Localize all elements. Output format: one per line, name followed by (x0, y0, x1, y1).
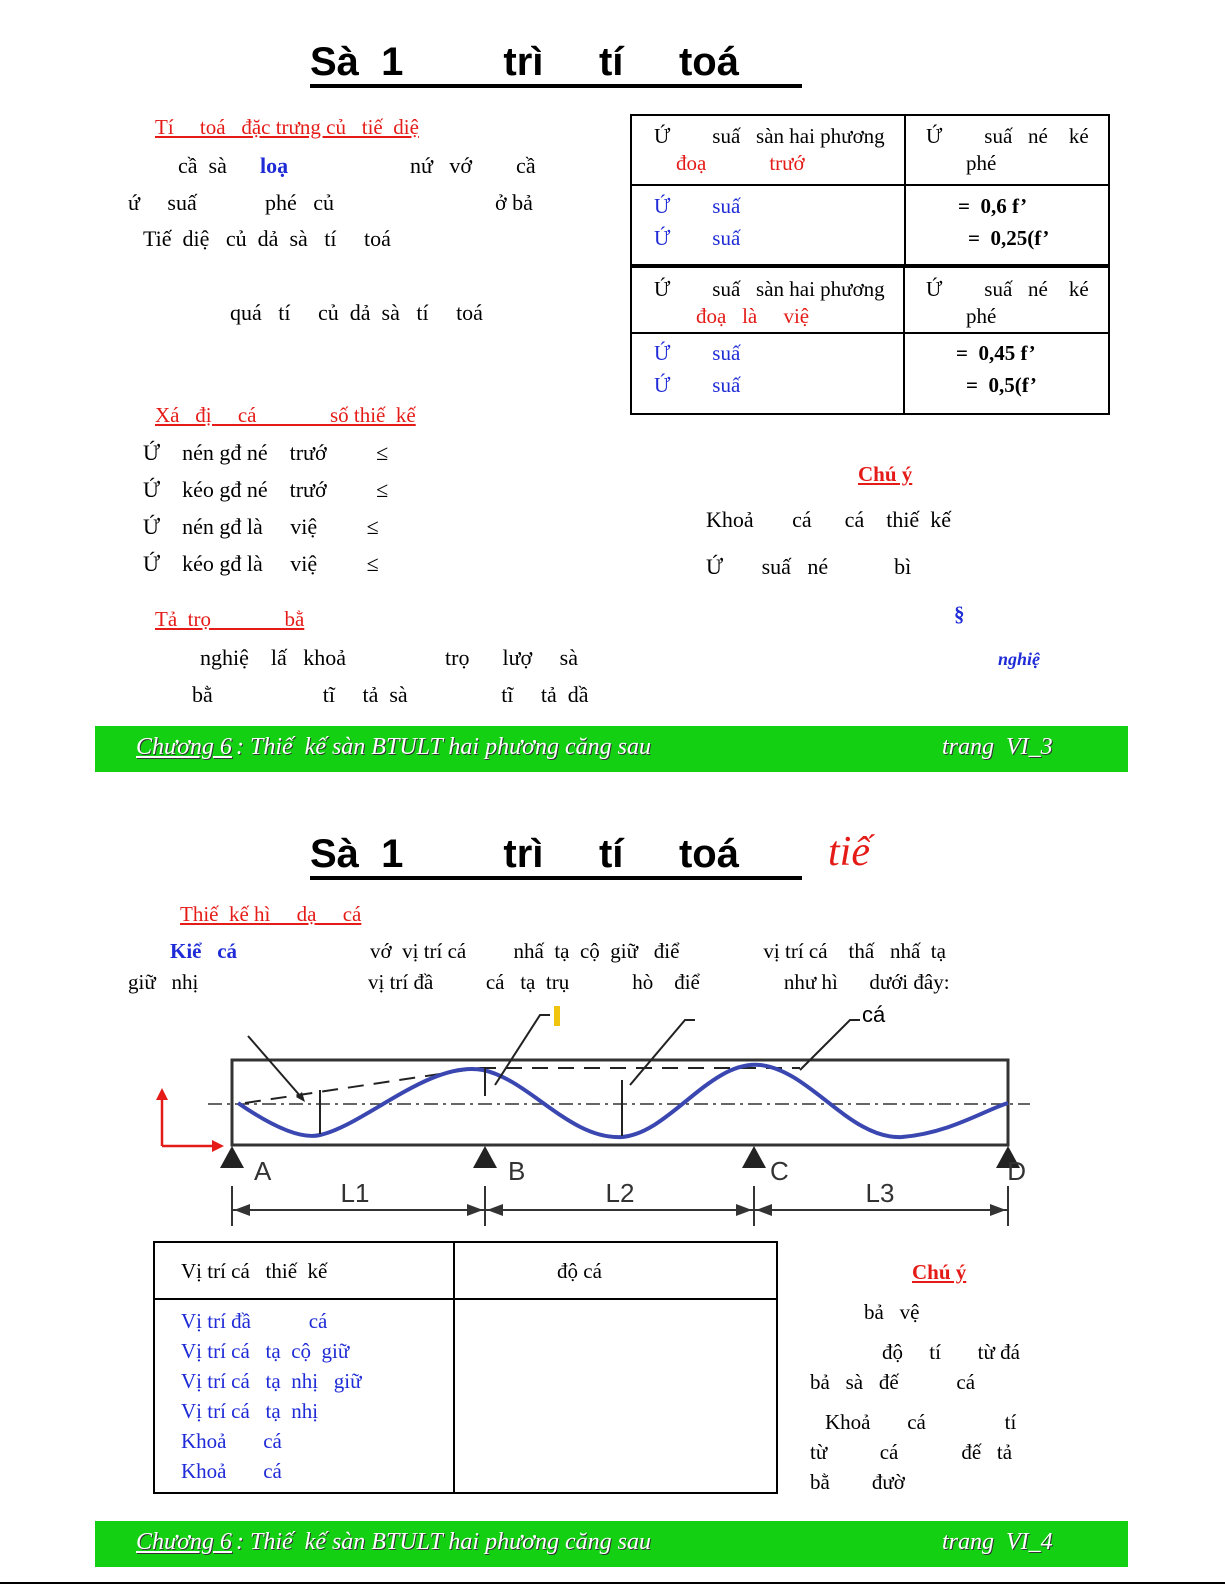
sec3-heading: Tả trọ bằ (155, 607, 305, 631)
table1-head-right-1: Ứ suấ né ké (926, 124, 1089, 148)
table-head-right: độ cá (557, 1259, 602, 1283)
sec3-line2: bằ tĩ tả sà tĩ tả dầ (192, 682, 589, 707)
table2-head-right-2: phé (966, 304, 997, 328)
sec3-line1-blue: nghiệ (998, 649, 1041, 669)
stress-table-prestress: Ứ suấ sàn hai phương đoạ trướ Ứ suấ né k… (630, 114, 1110, 266)
slide1-title: Sà 1 trì tí toá (310, 40, 739, 84)
table1-head-left-2: đoạ trướ (676, 151, 805, 175)
table1-row1-label: Ứ suấ (654, 194, 741, 218)
table2-head-left-2: đoạ là việ (696, 304, 810, 328)
title2-underline (310, 876, 802, 880)
slide2-title-red: tiế (828, 829, 870, 875)
table2-head-left-1: Ứ suấ sàn hai phương (654, 277, 885, 301)
sec1-line1b: loạ (260, 153, 289, 178)
leader-line-4 (799, 1019, 860, 1071)
sec1-line2b: phé củ (265, 190, 335, 215)
note2-line6: bằ đườ (810, 1470, 905, 1494)
note2-line5: từ cá đế tả (810, 1440, 1013, 1464)
footer1-page: trang VI_3 (942, 734, 1053, 760)
para-line2a: giữ nhị (128, 970, 199, 994)
span-label-l2: L2 (606, 1178, 635, 1208)
support-a (220, 1146, 244, 1168)
note1-line2: Ứ suấ né bì (706, 554, 912, 579)
table2-head-right-1: Ứ suấ né ké (926, 277, 1089, 301)
span-label-l1: L1 (341, 1178, 370, 1208)
table-head-left: Vị trí cá thiế kế (181, 1259, 328, 1283)
table-row-6: Khoả cá (181, 1459, 282, 1483)
leader-line-2 (494, 1014, 550, 1086)
span-label-l3: L3 (866, 1178, 895, 1208)
diagram-top-label: cá (862, 1002, 886, 1027)
tendon-curve (236, 1062, 1009, 1140)
table1-head-right-2: phé (966, 151, 997, 175)
title-underline (310, 84, 802, 88)
table-row-2: Vị trí cá tạ cộ giữ (181, 1339, 350, 1363)
note2-line1: bả vệ (864, 1300, 920, 1324)
leader-line-3 (629, 1019, 695, 1086)
footer1-chapter: Chương 6 (136, 734, 232, 760)
support-d (996, 1146, 1020, 1168)
table2-row1-label: Ứ suấ (654, 341, 741, 365)
table-row-5: Khoả cá (181, 1429, 282, 1453)
support-c (742, 1146, 766, 1168)
table1-head-left-1: Ứ suấ sàn hai phương (654, 124, 885, 148)
table1-row2-value: = 0,25(f’ (968, 226, 1050, 250)
slide1-footer: Chương 6 : Thiế kế sàn BTULT hai phương … (95, 726, 1128, 772)
note1-heading: Chú ý (858, 462, 913, 486)
sec2-heading: Xá đị cá số thiế kế (155, 403, 416, 427)
slide2-footer: Chương 6 : Thiế kế sàn BTULT hai phương … (95, 1521, 1128, 1567)
sec1-line2c: ở bả (495, 190, 533, 215)
table2-row2-label: Ứ suấ (654, 373, 741, 397)
note2-line3: bả sà đế cá (810, 1370, 976, 1394)
support-label-b: B (508, 1156, 525, 1186)
support-label-d: D (1007, 1156, 1026, 1186)
sec2-item-1: Ứ nén gđ né trướ ≤ (143, 440, 389, 465)
support-label-a: A (254, 1156, 272, 1186)
section-symbol: § (954, 602, 965, 626)
sec1-line1a: cầ sà (178, 153, 227, 178)
footer2-chapter: Chương 6 (136, 1529, 232, 1555)
sec1-heading: Tí toá đặc trưng củ tiế diệ (155, 115, 419, 139)
slide2-title: Sà 1 trì tí toá (310, 832, 739, 876)
tendon-profile-diagram: cá A B C D L1 L2 L3 (156, 1002, 1030, 1226)
sec2-item-2: Ứ kéo gđ né trướ ≤ (143, 477, 389, 502)
table2-row2-value: = 0,5(f’ (966, 373, 1037, 397)
sec1-line4: quá tí củ dả sà tí toá (230, 300, 483, 325)
note1-line1: Khoả cá cá thiế kế (706, 507, 951, 532)
para-line1: vớ vị trí cá nhấ tạ cộ giữ điể vị trí cá… (370, 939, 946, 963)
note2-heading: Chú ý (912, 1260, 967, 1284)
table-row-4: Vị trí cá tạ nhị (181, 1399, 319, 1423)
footer2-page: trang VI_4 (942, 1529, 1053, 1555)
para-bold: Kiể cá (170, 939, 238, 963)
footer2-title: : Thiế kế sàn BTULT hai phương căng sau (236, 1529, 651, 1555)
sec1-line2a: ứ suấ (128, 190, 197, 215)
stress-table-service: Ứ suấ sàn hai phương đoạ là việ Ứ suấ né… (630, 266, 1110, 415)
note2-line2: độ tí từ đá (882, 1340, 1020, 1364)
sec3-line1: nghiệ lấ khoả trọ lượ sà (200, 645, 578, 670)
table1-row1-value: = 0,6 f’ (958, 194, 1028, 218)
sec2-item-3: Ứ nén gđ là việ ≤ (143, 514, 379, 539)
note2-line4: Khoả cá tí (825, 1410, 1017, 1434)
support-label-c: C (770, 1156, 789, 1186)
slide2-heading: Thiế kế hì dạ cá (180, 902, 362, 926)
table2-row1-value: = 0,45 f’ (956, 341, 1036, 365)
slab-outline (230, 1058, 1010, 1147)
sec2-item-4: Ứ kéo gđ là việ ≤ (143, 551, 379, 576)
footer1-title: : Thiế kế sàn BTULT hai phương căng sau (236, 734, 651, 760)
tendon-position-table: Vị trí cá thiế kế độ cá Vị trí đầ cá Vị … (153, 1241, 778, 1494)
support-b (473, 1146, 497, 1168)
table-row-3: Vị trí cá tạ nhị giữ (181, 1369, 362, 1393)
para-line2b: vị trí đầ cá tạ trụ hò điể như hì dưới đ… (368, 970, 950, 994)
table1-row2-label: Ứ suấ (654, 226, 741, 250)
page-bottom-border (0, 1582, 1225, 1584)
leader-line-1 (247, 1035, 303, 1099)
sec1-line3: Tiế diệ củ dả sà tí toá (143, 226, 391, 251)
sec1-line1c: nứ vớ cầ (410, 153, 536, 178)
table-row-1: Vị trí đầ cá (181, 1309, 328, 1333)
